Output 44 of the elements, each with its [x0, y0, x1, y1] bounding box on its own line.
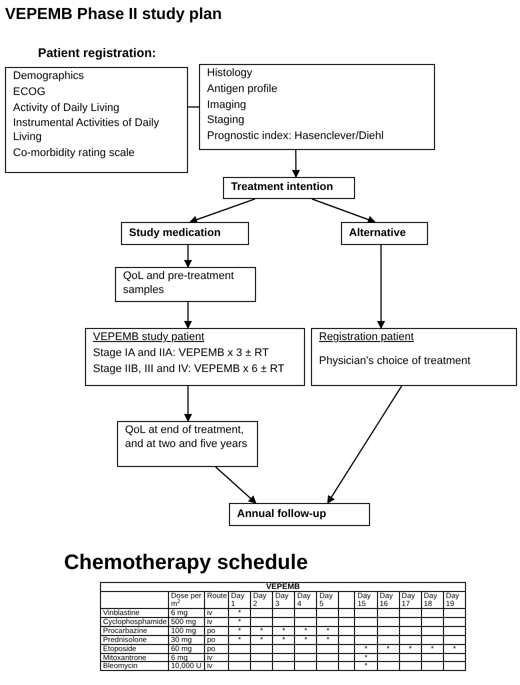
box-text: Staging — [207, 114, 246, 128]
box-text: Stage IIB, III and IV: VEPEMB x 6 ± RT — [93, 362, 286, 376]
box-text: Co-morbidity rating scale — [13, 146, 136, 160]
box-text: ECOG — [13, 86, 46, 100]
section-heading: Chemotherapy schedule — [64, 550, 308, 576]
arrow — [292, 150, 300, 178]
box-text: Stage IA and IIA: VEPEMB x 3 ± RT — [93, 346, 270, 360]
box-text: Demographics — [13, 70, 85, 84]
process-box — [5, 67, 188, 173]
process-box — [117, 421, 258, 467]
box-text: Registration patient — [319, 331, 415, 345]
box-text: Instrumental Activities of Daily Living — [13, 117, 160, 145]
box-text: Activity of Daily Living — [13, 102, 120, 116]
box-text: Treatment intention — [231, 181, 334, 195]
process-box — [115, 267, 256, 302]
process-box — [229, 503, 370, 526]
box-text: Prognostic index: Hasenclever/Diehl — [207, 130, 385, 144]
arrow — [189, 198, 256, 224]
box-text: Antigen profile — [207, 82, 278, 96]
process-box — [199, 64, 435, 150]
arrow — [184, 386, 192, 422]
box-text: Imaging — [207, 98, 248, 112]
box-text: Physician’s choice of treatment — [319, 354, 472, 368]
box-text: Alternative — [349, 226, 407, 240]
box-text: Annual follow-up — [237, 508, 328, 522]
box-text: QoL and pre-treatment samples — [123, 270, 235, 298]
box-text: Histology — [207, 67, 254, 81]
arrow — [312, 198, 376, 224]
title: VEPEMB Phase II study plan — [5, 5, 222, 25]
arrow — [184, 302, 192, 329]
process-box — [121, 222, 249, 245]
process-box — [223, 177, 355, 199]
process-box — [311, 328, 517, 386]
box-text: VEPEMB study patient — [93, 331, 206, 345]
box-text: Study medication — [129, 226, 222, 240]
arrow — [215, 466, 257, 504]
section-heading: Patient registration: — [38, 45, 156, 62]
arrow — [327, 386, 402, 504]
table-header-cell: VEPEMB — [100, 582, 466, 592]
arrow — [377, 245, 386, 329]
arrow — [184, 245, 192, 268]
box-text: QoL at end of treatment, and at two and five years — [125, 424, 248, 452]
process-box — [85, 328, 305, 386]
process-box — [341, 222, 428, 245]
